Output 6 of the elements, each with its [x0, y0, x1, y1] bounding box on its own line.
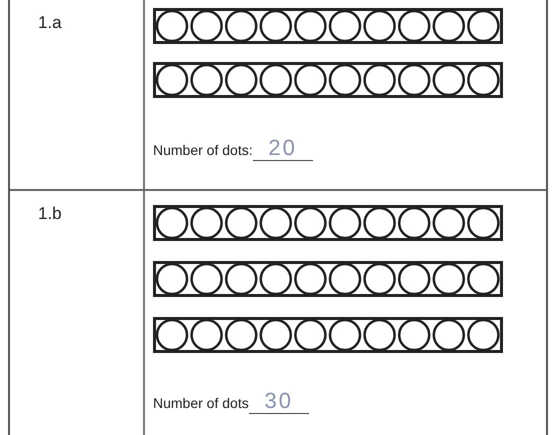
question-number: 1.b	[38, 204, 62, 223]
prompt-text: Number of dots:	[153, 141, 253, 160]
handwritten-answer: 30	[248, 389, 309, 414]
handwritten-answer: 20	[252, 136, 313, 161]
prompt-text: Number of dots	[153, 394, 249, 413]
question-number: 1.a	[38, 13, 62, 32]
